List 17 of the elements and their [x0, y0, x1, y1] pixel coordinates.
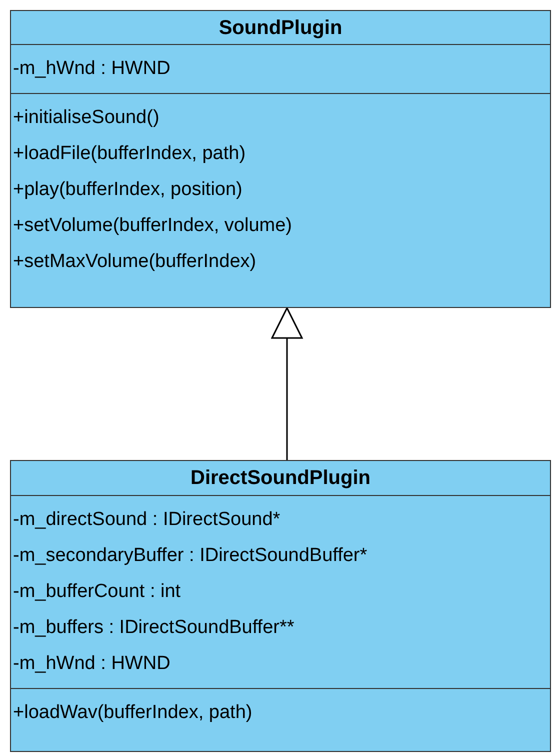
method-text: +setMaxVolume(bufferIndex) [13, 250, 256, 274]
class-name: SoundPlugin [218, 16, 342, 40]
method-text: +setVolume(bufferIndex, volume) [13, 214, 292, 238]
attribute-text: -m_buffers : IDirectSoundBuffer** [13, 616, 294, 640]
method-text: +loadWav(bufferIndex, path) [13, 701, 252, 725]
attribute-text: -m_hWnd : HWND [13, 57, 170, 81]
attribute-text: -m_directSound : IDirectSound* [13, 508, 280, 532]
class-name: DirectSoundPlugin [190, 466, 370, 491]
method-text: +loadFile(bufferIndex, path) [13, 142, 246, 166]
attribute-text: -m_bufferCount : int [13, 580, 181, 604]
attribute-text: -m_secondaryBuffer : IDirectSoundBuffer* [13, 544, 368, 568]
method-text: +play(bufferIndex, position) [13, 178, 242, 202]
generalization-arrow [271, 307, 303, 460]
method-text: +initialiseSound() [13, 106, 160, 130]
class-box [10, 460, 551, 752]
class-box [10, 10, 551, 308]
attribute-text: -m_hWnd : HWND [13, 652, 170, 676]
